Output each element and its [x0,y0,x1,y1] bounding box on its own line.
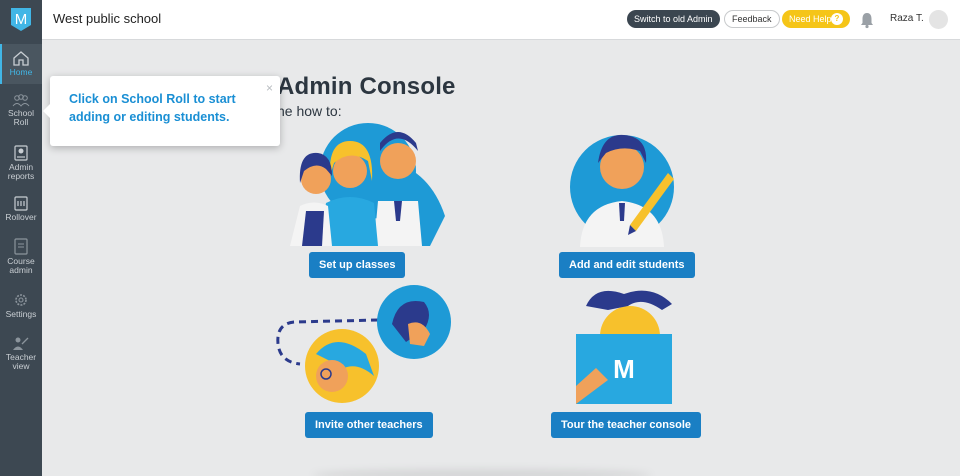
invite-teachers-illustration [276,285,451,403]
students-illustration [570,134,674,247]
sidebar-item-school-roll[interactable]: School Roll [0,90,42,132]
tour-teacher-console-button[interactable]: Tour the teacher console [551,412,701,438]
sidebar-item-settings[interactable]: Settings [0,292,42,322]
onboarding-tooltip: Click on School Roll to start adding or … [43,76,280,146]
tooltip-text: Click on School Roll to start adding or … [69,92,236,124]
sidebar-item-teacher-view[interactable]: Teacher view [0,335,42,375]
svg-text:M: M [613,354,635,384]
school-name: West public school [53,11,162,26]
classes-illustration [290,123,445,246]
sidebar-item-course-admin[interactable]: Course admin [0,238,42,278]
sidebar-item-label: Admin reports [7,162,35,181]
invite-other-teachers-button[interactable]: Invite other teachers [305,412,433,438]
sidebar-item-rollover[interactable]: Rollover [0,196,42,226]
main-content: Admin Console he how to: Set up classes … [42,41,960,476]
sidebar-item-label: Home [9,67,33,77]
course-icon [14,238,28,255]
switch-to-old-admin-button[interactable]: Switch to old Admin [627,10,720,28]
sidebar-item-label: Course admin [7,256,35,275]
home-icon [13,51,29,66]
rollover-icon [14,196,28,211]
tour-illustration: M [576,290,672,404]
sidebar-item-home[interactable]: Home [0,44,42,84]
feedback-button[interactable]: Feedback [724,10,780,28]
app-logo[interactable]: M [8,6,34,32]
question-icon: ? [831,13,843,25]
sidebar-item-label: Settings [5,309,37,319]
close-icon[interactable]: × [265,81,273,95]
user-name: Raza T. [890,13,924,24]
sidebar-item-admin-reports[interactable]: Admin reports [0,145,42,185]
sidebar-item-label: Teacher view [5,352,37,371]
need-help-label: Need Help [789,14,832,24]
svg-text:M: M [15,11,28,28]
report-icon [14,145,28,161]
avatar[interactable] [929,10,948,29]
sidebar-item-label: Rollover [5,212,37,222]
teacher-icon [13,337,29,350]
sidebar-item-label: School Roll [8,108,34,127]
page-title: Admin Console [277,73,456,100]
add-and-edit-students-button[interactable]: Add and edit students [559,252,695,278]
page-subtitle: he how to: [277,103,342,119]
gear-icon [15,294,27,306]
set-up-classes-button[interactable]: Set up classes [309,252,406,278]
people-icon [12,94,30,107]
sidebar: M Home School Roll Admin reports Rollove… [0,0,42,476]
footer-shadow [312,469,652,476]
need-help-button[interactable]: Need Help ? [782,10,850,28]
top-bar: West public school Switch to old Admin F… [42,0,960,40]
bell-icon[interactable] [859,11,875,29]
